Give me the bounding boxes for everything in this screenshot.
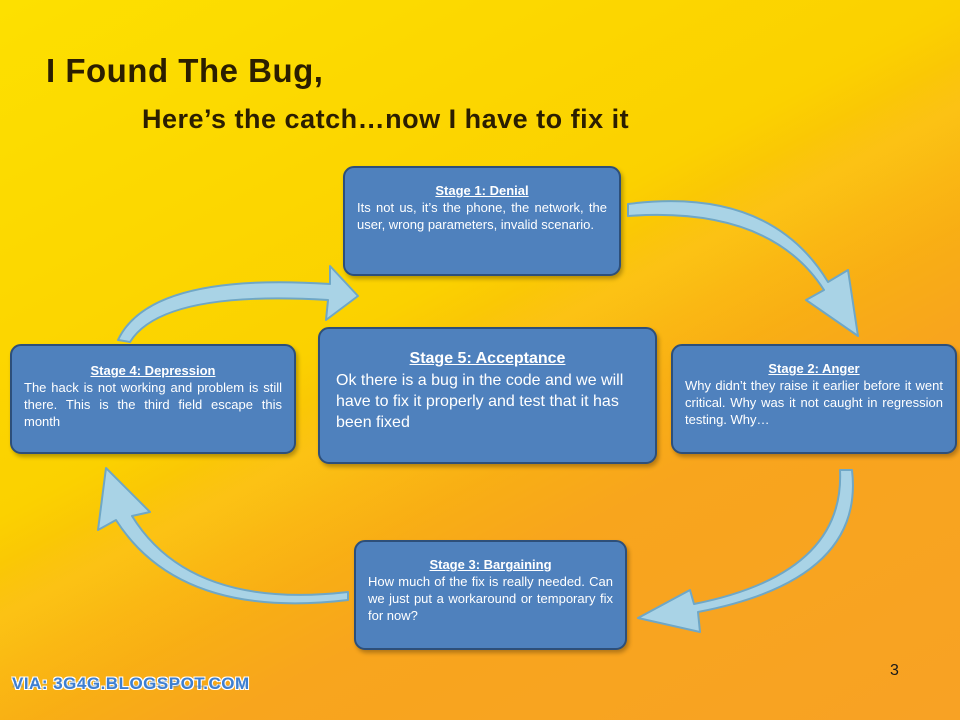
stage-2-text: Why didn’t they raise it earlier before … [685,378,943,427]
stage-1-denial-box: Stage 1: Denial Its not us, it’s the pho… [343,166,621,276]
slide-subtitle: Here’s the catch…now I have to fix it [142,104,630,134]
watermark: VIA: 3G4G.BLOGSPOT.COM [12,674,250,693]
stage-4-title: Stage 4: Depression [90,363,216,378]
page-number: 3 [890,662,899,679]
stage-4-depression-box: Stage 4: Depression The hack is not work… [10,344,296,454]
stage-3-bargaining-box: Stage 3: Bargaining How much of the fix … [354,540,627,650]
stage-1-title: Stage 1: Denial [435,183,529,198]
stage-4-text: The hack is not working and problem is s… [24,380,282,429]
arrow-bargaining-to-depression [97,467,349,605]
stage-3-text: How much of the fix is really needed. Ca… [368,574,613,623]
stage-2-title: Stage 2: Anger [768,361,860,376]
stage-2-anger-box: Stage 2: Anger Why didn’t they raise it … [671,344,957,454]
arrow-denial-to-anger [627,200,859,337]
stage-5-acceptance-box: Stage 5: Acceptance Ok there is a bug in… [318,327,657,464]
arrow-anger-to-bargaining [637,469,854,633]
slide-title: I Found The Bug, [46,52,324,89]
stage-5-text: Ok there is a bug in the code and we wil… [336,372,624,431]
stage-5-title: Stage 5: Acceptance [409,350,566,367]
watermark-reflection: VIA: 3G4G.BLOGSPOT.COM [12,681,250,691]
arrow-depression-to-denial [117,265,359,343]
stage-1-text: Its not us, it’s the phone, the network,… [357,200,607,232]
stage-3-title: Stage 3: Bargaining [429,557,552,572]
